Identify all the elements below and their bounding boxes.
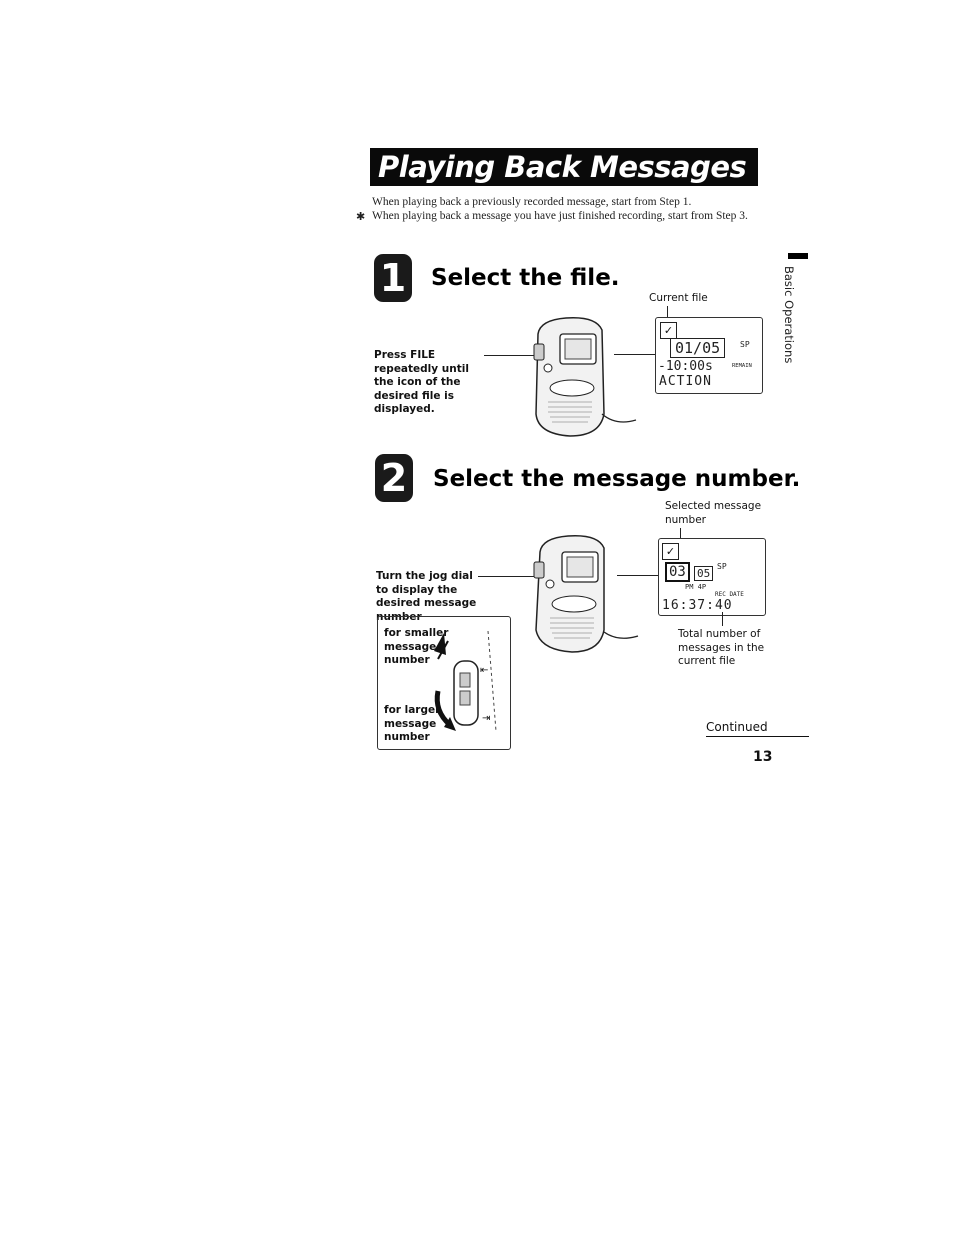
step-1-instruction: Press FILE repeatedly until the icon of … <box>374 349 469 415</box>
step-1-title: Select the file. <box>431 265 620 291</box>
file-name: ACTION <box>659 374 712 389</box>
section-tab-label: Basic Operations <box>782 266 796 364</box>
page-number: 13 <box>753 749 773 765</box>
smaller-number-label: for smaller message number <box>384 627 449 666</box>
svg-text:⇤: ⇤ <box>480 665 488 676</box>
step-2-instruction: Turn the jog dial to display the desired… <box>376 570 477 623</box>
section-marker <box>788 253 808 259</box>
step-1-badge: 1 <box>374 254 412 302</box>
rec-date-label: REC DATE <box>715 591 744 598</box>
counter-display: 01/05 <box>670 338 726 358</box>
continued-label: Continued <box>706 720 768 734</box>
recorder-illustration <box>533 317 637 437</box>
callout-line <box>667 306 668 320</box>
speed-indicator: SP <box>717 562 727 571</box>
date-small: PM 4P <box>685 583 707 591</box>
leader-line <box>484 355 542 356</box>
step-2-badge: 2 <box>375 454 413 502</box>
total-number: 05 <box>694 566 714 581</box>
intro-line: When playing back a previously recorded … <box>372 196 692 208</box>
larger-number-label: for larger message number <box>384 704 441 743</box>
speed-indicator: SP <box>740 340 750 349</box>
file-indicator-icon: ✓ <box>662 543 679 560</box>
leader-line <box>478 576 538 577</box>
lcd-display-step2: ✓ 03 05 SP PM 4P REC DATE 16:37:40 <box>658 538 766 616</box>
intro-tip: When playing back a message you have jus… <box>372 210 748 222</box>
jog-dial-icon: ⇤ ⇥ <box>434 630 497 732</box>
lcd-display-step1: ✓ 01/05 SP -10:00s REMAIN ACTION <box>655 317 763 394</box>
tip-icon: ✱ <box>356 210 366 223</box>
continued-rule <box>706 736 809 737</box>
selected-message-callout: Selected message number <box>665 500 762 526</box>
step-2-title: Select the message number. <box>433 466 801 492</box>
remain-label: REMAIN <box>732 363 752 369</box>
total-messages-callout: Total number of messages in the current … <box>678 628 765 667</box>
recorder-illustration <box>533 535 639 653</box>
leader-line <box>614 354 656 355</box>
leader-line <box>617 575 659 576</box>
remaining-time: -10:00s <box>658 359 713 374</box>
selected-number: 03 <box>665 562 690 582</box>
jog-dial-diagram: for smaller message number for larger me… <box>377 616 511 750</box>
callout-line <box>722 612 723 626</box>
rec-time: 16:37:40 <box>662 598 733 613</box>
current-file-callout: Current file <box>649 292 708 304</box>
svg-text:⇥: ⇥ <box>482 713 490 724</box>
file-indicator-icon: ✓ <box>660 322 677 339</box>
page-title: Playing Back Messages <box>370 148 758 186</box>
